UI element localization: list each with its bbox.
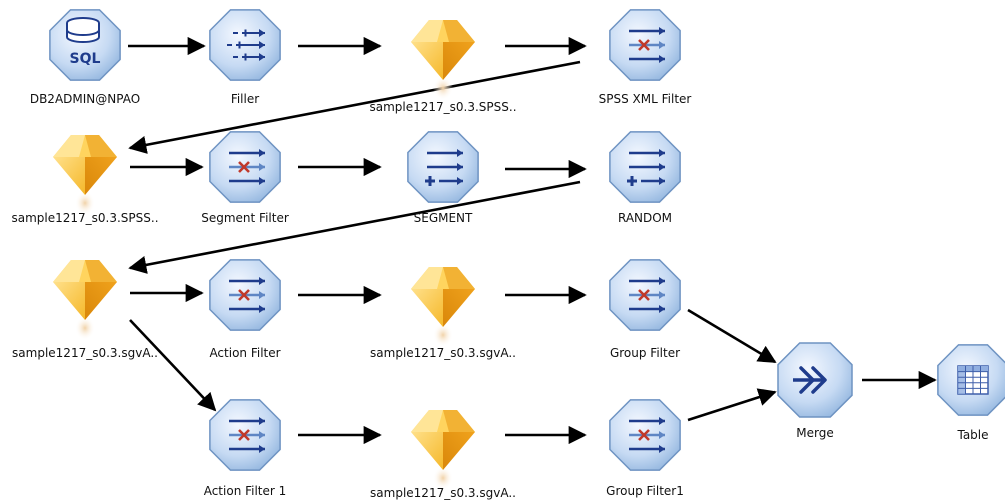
icon-arrow-head [659, 277, 665, 285]
cross-mark [238, 289, 250, 301]
node-segfilter[interactable] [209, 131, 281, 203]
icon-arrow-head [659, 177, 665, 185]
icon-arrow-head [259, 177, 265, 185]
icon-arrow-head [259, 41, 265, 49]
node-label-segment: SEGMENT [413, 211, 473, 225]
icon-arrow-head [659, 163, 665, 171]
node-label-filler: Filler [230, 92, 260, 106]
nodes: SQL [49, 9, 1005, 490]
icon-arrow-head [259, 277, 265, 285]
derive-icon [627, 149, 665, 186]
edge-spssxml-to-gem2 [128, 60, 581, 154]
gem-icon [53, 260, 117, 340]
edge-gem3-to-actfilter1 [129, 319, 217, 412]
merge-icon [793, 366, 827, 394]
node-random[interactable] [609, 131, 681, 203]
icon-arrow-head [259, 149, 265, 157]
gem-icon [411, 267, 475, 347]
node-label-gem4: sample1217_s0.3.sgvA.. [370, 346, 516, 360]
gem-icon [53, 135, 117, 215]
node-spssxml[interactable] [609, 9, 681, 81]
filter-icon [229, 417, 265, 453]
node-db2admin[interactable]: SQL [49, 9, 121, 81]
filter-icon [629, 27, 665, 63]
node-gem4[interactable] [411, 267, 475, 347]
filler-icon [227, 29, 265, 61]
node-label-grpfilter: Group Filter [609, 346, 681, 360]
icon-arrow-head [259, 163, 265, 171]
filter-icon [629, 277, 665, 313]
cross-mark [238, 429, 250, 441]
icon-arrow-head [457, 163, 463, 171]
node-gem2[interactable] [53, 135, 117, 215]
icon-arrow-head [659, 27, 665, 35]
edge-grpfilter1-to-merge [687, 388, 777, 422]
cross-mark [638, 429, 650, 441]
node-label-actfilter1: Action Filter 1 [203, 484, 287, 498]
icon-arrow-head [659, 305, 665, 313]
node-label-spssxml: SPSS XML Filter [598, 92, 692, 106]
icon-arrow-head [457, 149, 463, 157]
icon-arrow-head [259, 291, 265, 299]
gem-icon [411, 20, 475, 100]
node-label-db2admin: DB2ADMIN@NPAO [29, 92, 141, 106]
node-label-actfilter: Action Filter [209, 346, 281, 360]
icon-arrow-head [259, 29, 265, 37]
node-gem5[interactable] [411, 410, 475, 490]
node-table[interactable] [937, 344, 1005, 416]
connections [128, 36, 937, 445]
node-actfilter[interactable] [209, 259, 281, 331]
node-label-table: Table [957, 428, 989, 442]
node-label-gem1: sample1217_s0.3.SPSS.. [369, 100, 517, 114]
icon-arrow-head [659, 445, 665, 453]
icon-arrow-head [457, 177, 463, 185]
filter-icon [229, 277, 265, 313]
icon-arrow-head [659, 55, 665, 63]
edge-random-to-gem3 [128, 180, 581, 274]
table-icon [957, 365, 989, 395]
icon-arrow-head [659, 291, 665, 299]
node-merge[interactable] [777, 342, 853, 418]
cross-mark [638, 39, 650, 51]
cross-mark [238, 161, 250, 173]
icon-arrow-head [259, 417, 265, 425]
cross-mark [638, 289, 650, 301]
icon-arrow-head [259, 305, 265, 313]
node-filler[interactable] [209, 9, 281, 81]
gem-icon [411, 410, 475, 490]
node-label-random: RANDOM [617, 211, 673, 225]
node-label-segfilter: Segment Filter [201, 211, 289, 225]
icon-arrow-head [659, 149, 665, 157]
node-gem1[interactable] [411, 20, 475, 100]
icon-arrow-head [659, 417, 665, 425]
derive-icon [425, 149, 463, 186]
node-label-gem3: sample1217_s0.3.sgvA.. [12, 346, 158, 360]
filter-icon [229, 149, 265, 185]
edge-grpfilter-to-merge [687, 308, 777, 364]
filter-icon [629, 417, 665, 453]
sql-icon-text: SQL [70, 51, 101, 67]
node-segment[interactable] [407, 131, 479, 203]
database-icon [66, 17, 100, 43]
node-label-gem2: sample1217_s0.3.SPSS.. [11, 211, 159, 225]
icon-arrow-head [259, 431, 265, 439]
icon-arrow-head [659, 41, 665, 49]
node-gem3[interactable] [53, 260, 117, 340]
node-actfilter1[interactable] [209, 399, 281, 471]
node-label-grpfilter1: Group Filter1 [606, 484, 684, 498]
node-label-merge: Merge [796, 426, 834, 440]
node-grpfilter[interactable] [609, 259, 681, 331]
icon-arrow-head [259, 53, 265, 61]
node-label-gem5: sample1217_s0.3.sgvA.. [370, 486, 516, 500]
icon-arrow-head [259, 445, 265, 453]
icon-arrow-head [659, 431, 665, 439]
node-grpfilter1[interactable] [609, 399, 681, 471]
